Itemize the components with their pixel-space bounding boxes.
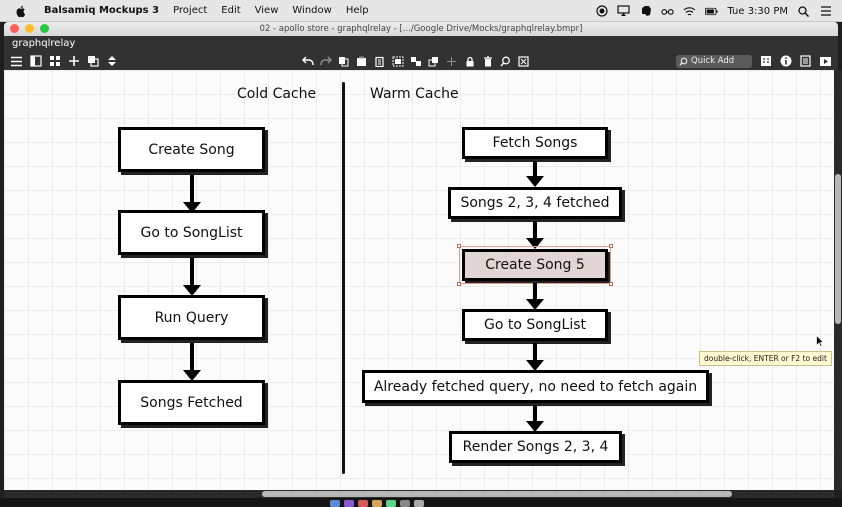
warm-arrow-4[interactable] bbox=[525, 343, 545, 371]
minimize-window-button[interactable] bbox=[25, 24, 34, 33]
horizontal-scroll-thumb[interactable] bbox=[262, 491, 732, 497]
warm-step-render-songs[interactable]: Render Songs 2, 3, 4 bbox=[449, 431, 622, 463]
cold-step-go-to-songlist[interactable]: Go to SongList bbox=[118, 210, 265, 255]
edit-hint-tooltip: double-click, ENTER or F2 to edit bbox=[699, 351, 832, 366]
record-icon[interactable] bbox=[595, 5, 608, 18]
bring-forward-icon[interactable] bbox=[427, 55, 440, 68]
ungroup-icon[interactable] bbox=[409, 55, 422, 68]
redo-icon[interactable] bbox=[319, 55, 332, 68]
glasses-icon[interactable] bbox=[661, 5, 675, 18]
dock-app-icon-6[interactable] bbox=[414, 500, 424, 507]
add-icon[interactable] bbox=[67, 55, 80, 68]
mac-menubar: Balsamiq Mockups 3 Project Edit View Win… bbox=[0, 0, 842, 22]
cold-step-songs-fetched[interactable]: Songs Fetched bbox=[118, 380, 265, 425]
lock-icon[interactable] bbox=[463, 55, 476, 68]
quick-add-field[interactable]: Quick Add bbox=[676, 54, 752, 68]
info-icon[interactable] bbox=[779, 55, 792, 68]
dock-finder-icon[interactable] bbox=[330, 500, 340, 507]
window-title-bar: 02 - apollo store - graphqlrelay - [.../… bbox=[4, 22, 838, 36]
maximize-window-button[interactable] bbox=[40, 24, 49, 33]
mouse-cursor-icon bbox=[816, 335, 824, 347]
quick-add-placeholder: Quick Add bbox=[691, 56, 735, 66]
warm-step-go-to-songlist[interactable]: Go to SongList bbox=[462, 309, 608, 341]
menu-window[interactable]: Window bbox=[292, 5, 332, 16]
mockup-canvas[interactable]: Cold Cache Warm Cache Create Song Go to … bbox=[4, 70, 834, 490]
warm-cache-heading[interactable]: Warm Cache bbox=[370, 86, 459, 102]
dock-icons bbox=[330, 500, 424, 507]
cold-cache-heading[interactable]: Cold Cache bbox=[237, 86, 317, 102]
dock-app-icon-2[interactable] bbox=[358, 500, 368, 507]
warm-arrow-3[interactable] bbox=[525, 283, 545, 310]
warm-step-fetch-songs[interactable]: Fetch Songs bbox=[462, 127, 608, 159]
duplicate-icon[interactable] bbox=[86, 55, 99, 68]
close-window-button[interactable] bbox=[10, 24, 19, 33]
menu-project[interactable]: Project bbox=[173, 5, 208, 16]
menu-edit[interactable]: Edit bbox=[221, 5, 241, 16]
menubar-clock[interactable]: Tue 3:30 PM bbox=[727, 5, 788, 17]
menu-app-name[interactable]: Balsamiq Mockups 3 bbox=[44, 5, 160, 16]
window-controls bbox=[10, 24, 49, 33]
dock-app-icon-4[interactable] bbox=[386, 500, 396, 507]
dock-app-icon-3[interactable] bbox=[372, 500, 382, 507]
zoom-icon[interactable] bbox=[499, 55, 512, 68]
warm-step-already-fetched[interactable]: Already fetched query, no need to fetch … bbox=[362, 370, 709, 403]
horizontal-scrollbar[interactable] bbox=[4, 490, 834, 498]
warm-step-songs-fetched[interactable]: Songs 2, 3, 4 fetched bbox=[448, 187, 622, 219]
notes-icon[interactable] bbox=[799, 55, 812, 68]
warm-arrow-5[interactable] bbox=[525, 405, 545, 432]
cold-arrow-2[interactable] bbox=[182, 258, 202, 296]
properties-panel-icon[interactable] bbox=[759, 55, 772, 68]
menu-icon[interactable] bbox=[10, 55, 23, 68]
wifi-icon[interactable] bbox=[683, 5, 696, 18]
window-title: 02 - apollo store - graphqlrelay - [.../… bbox=[259, 24, 583, 34]
clipboard-icon[interactable] bbox=[373, 55, 386, 68]
battery-icon[interactable] bbox=[705, 5, 719, 18]
project-name: graphqlrelay bbox=[12, 38, 76, 49]
send-backward-icon[interactable] bbox=[445, 55, 458, 68]
cold-arrow-3[interactable] bbox=[182, 343, 202, 381]
apple-logo-icon[interactable] bbox=[14, 4, 28, 18]
screen-mirror-icon[interactable] bbox=[617, 5, 631, 18]
presentation-mode-icon[interactable] bbox=[819, 55, 832, 68]
cold-step-run-query[interactable]: Run Query bbox=[118, 295, 265, 340]
cold-arrow-1[interactable] bbox=[182, 175, 202, 213]
panel-toggle-icon[interactable] bbox=[29, 55, 42, 68]
copy-icon[interactable] bbox=[337, 55, 350, 68]
cold-step-create-song[interactable]: Create Song bbox=[118, 127, 265, 172]
toolbar-edit-tools bbox=[301, 53, 530, 69]
undo-icon[interactable] bbox=[301, 55, 314, 68]
status-area: Tue 3:30 PM bbox=[595, 0, 832, 22]
vertical-scroll-thumb[interactable] bbox=[835, 174, 841, 324]
dock-app-icon-5[interactable] bbox=[400, 500, 410, 507]
spotlight-search-icon[interactable] bbox=[797, 5, 810, 18]
notification-center-icon[interactable] bbox=[819, 5, 832, 18]
trash-icon[interactable] bbox=[481, 55, 494, 68]
quick-add-search-icon bbox=[679, 57, 688, 65]
app-toolbar: graphqlrelay Quick bbox=[4, 36, 838, 70]
menu-view[interactable]: View bbox=[254, 5, 279, 16]
grid-view-icon[interactable] bbox=[48, 55, 61, 68]
evernote-icon[interactable] bbox=[639, 5, 652, 18]
dock-app-icon-1[interactable] bbox=[344, 500, 354, 507]
warm-arrow-2[interactable] bbox=[525, 221, 545, 249]
move-up-down-icon[interactable] bbox=[105, 55, 118, 68]
toolbar-right: Quick Add bbox=[676, 53, 832, 69]
vertical-divider-line[interactable] bbox=[342, 82, 345, 474]
fit-to-screen-icon[interactable] bbox=[517, 55, 530, 68]
paste-icon[interactable] bbox=[355, 55, 368, 68]
toolbar-left bbox=[10, 53, 118, 69]
group-icon[interactable] bbox=[391, 55, 404, 68]
warm-step-create-song-5[interactable]: Create Song 5 bbox=[462, 249, 608, 281]
menu-help[interactable]: Help bbox=[345, 5, 369, 16]
vertical-scrollbar[interactable] bbox=[834, 70, 842, 490]
warm-arrow-1[interactable] bbox=[525, 161, 545, 187]
